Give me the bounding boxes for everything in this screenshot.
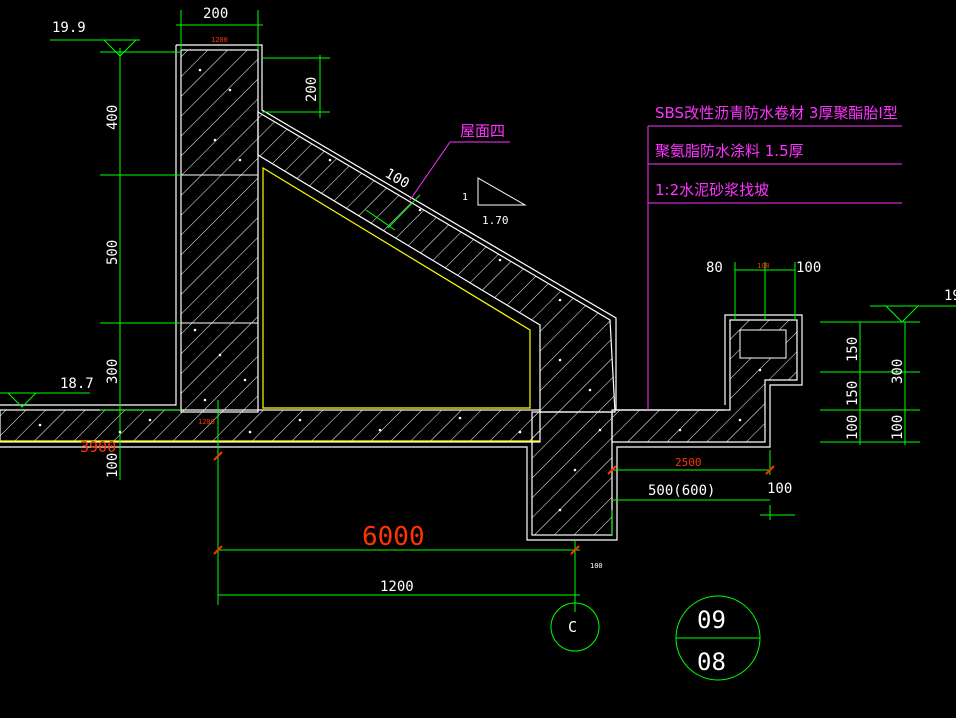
roof-label: 屋面四 bbox=[460, 122, 505, 140]
aggregate-dot bbox=[218, 353, 222, 357]
dim-beam-small: 100 bbox=[590, 562, 603, 570]
dim-right-b1: 300 bbox=[890, 359, 906, 384]
gutter-dim-mid: 100 bbox=[757, 262, 770, 270]
aggregate-dot bbox=[298, 418, 302, 422]
aggregate-dot bbox=[758, 368, 762, 372]
annotation-leaders bbox=[409, 125, 902, 410]
aggregate-dot bbox=[573, 468, 577, 472]
aggregate-dots bbox=[38, 68, 762, 512]
elevation-floor: 18.7 bbox=[60, 376, 94, 392]
detail-bottom: 08 bbox=[697, 648, 726, 676]
outer-outline bbox=[0, 44, 803, 541]
dim-right-b2: 100 bbox=[890, 415, 906, 440]
elevation-top: 19.9 bbox=[52, 20, 86, 36]
dim-ledge: 2500 bbox=[675, 456, 702, 469]
dimension-lines bbox=[0, 10, 956, 681]
aggregate-dot bbox=[558, 508, 562, 512]
aggregate-dot bbox=[418, 208, 422, 212]
slope-ratio-left: 1 bbox=[462, 192, 468, 203]
dim-left-4: 100 bbox=[105, 453, 121, 478]
elevation-right: 19 bbox=[944, 288, 956, 304]
red-dim-ticks bbox=[213, 451, 775, 555]
dim-right-a3: 100 bbox=[845, 415, 861, 440]
aggregate-dot bbox=[518, 430, 522, 434]
parapet-wall bbox=[180, 49, 259, 413]
aggregate-dot bbox=[198, 68, 202, 72]
dim-left-3: 300 bbox=[105, 359, 121, 384]
inner-void bbox=[262, 166, 531, 409]
concrete-section bbox=[0, 49, 798, 536]
dim-main: 6000 bbox=[362, 522, 425, 552]
text-labels: 19.9 18.7 19 200 1200 200 400 500 300 10… bbox=[52, 6, 956, 676]
edge-beam bbox=[531, 411, 613, 536]
layer-2: 聚氨脂防水涂料 1.5厚 bbox=[655, 142, 804, 160]
dim-wall-step: 200 bbox=[304, 77, 320, 102]
slope-ratio-bottom: 1.70 bbox=[482, 214, 509, 227]
aggregate-dot bbox=[588, 388, 592, 392]
dim-right-a1: 150 bbox=[845, 337, 861, 362]
dim-wall-small: 1200 bbox=[211, 36, 228, 44]
gutter-dim-right: 100 bbox=[796, 260, 821, 276]
aggregate-dot bbox=[228, 88, 232, 92]
aggregate-dot bbox=[118, 430, 122, 434]
dim-wall-foot: 1200 bbox=[198, 418, 215, 426]
aggregate-dot bbox=[558, 298, 562, 302]
floor-slab bbox=[0, 409, 541, 443]
dim-beam-width: 500(600) bbox=[648, 483, 715, 499]
axis-label: C bbox=[568, 618, 577, 636]
aggregate-dot bbox=[193, 328, 197, 332]
aggregate-dot bbox=[378, 428, 382, 432]
aggregate-dot bbox=[678, 428, 682, 432]
gutter-hole bbox=[739, 329, 787, 359]
aggregate-dot bbox=[243, 378, 247, 382]
aggregate-dot bbox=[148, 418, 152, 422]
aggregate-dot bbox=[738, 418, 742, 422]
layer-1: SBS改性沥青防水卷材 3厚聚酯胎I型 bbox=[655, 104, 898, 122]
dim-wall-width: 200 bbox=[203, 6, 228, 22]
dim-left-2: 500 bbox=[105, 240, 121, 265]
aggregate-dot bbox=[238, 158, 242, 162]
aggregate-dot bbox=[558, 358, 562, 362]
aggregate-dot bbox=[598, 428, 602, 432]
dim-ledge-end: 100 bbox=[767, 481, 792, 497]
aggregate-dot bbox=[213, 138, 217, 142]
dim-left-1: 400 bbox=[105, 105, 121, 130]
gutter-dim-left: 80 bbox=[706, 260, 723, 276]
slope-triangle bbox=[477, 177, 527, 206]
aggregate-dot bbox=[38, 423, 42, 427]
layer-3: 1:2水泥砂浆找坡 bbox=[655, 181, 769, 199]
aggregate-dot bbox=[203, 398, 207, 402]
aggregate-dot bbox=[248, 430, 252, 434]
aggregate-dot bbox=[498, 258, 502, 262]
aggregate-dot bbox=[328, 158, 332, 162]
dim-lower: 1200 bbox=[380, 579, 414, 595]
dim-red-small: 3900 bbox=[80, 438, 116, 456]
aggregate-dot bbox=[458, 416, 462, 420]
detail-top: 09 bbox=[697, 606, 726, 634]
dim-right-a2: 150 bbox=[845, 381, 861, 406]
